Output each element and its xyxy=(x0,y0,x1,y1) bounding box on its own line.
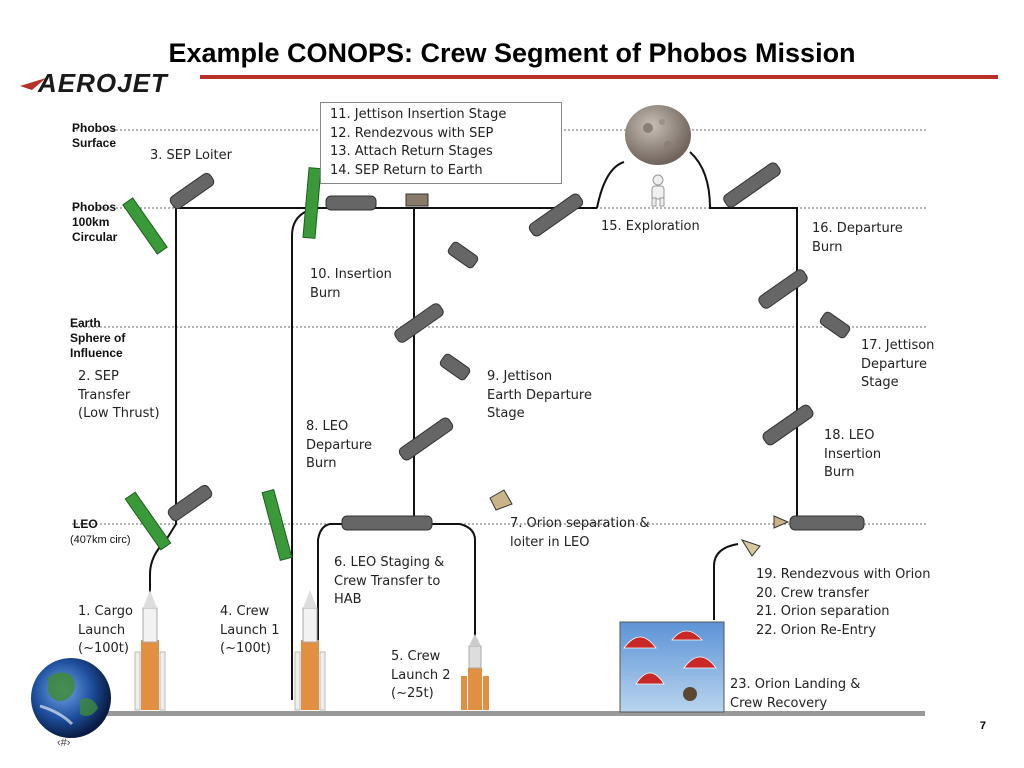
step-18-label: 18. LEO Insertion Burn xyxy=(824,428,882,480)
crew-rocket-2-icon xyxy=(461,634,489,710)
earth-icon xyxy=(31,658,111,738)
departure-arc xyxy=(689,151,798,524)
page-title: Example CONOPS: Crew Segment of Phobos M… xyxy=(168,38,856,68)
step-15-label: 15. Exploration xyxy=(601,219,700,234)
logo-swoosh-icon xyxy=(20,78,46,90)
orbit-label-phobos-surface: Phobos Surface xyxy=(72,121,117,150)
step-5-label: 5. Crew Launch 2 (~25t) xyxy=(391,649,451,701)
brand-rule xyxy=(200,75,998,79)
step-2-label: 2. SEP Transfer (Low Thrust) xyxy=(78,369,160,421)
aerojet-logo: AEROJET xyxy=(18,68,198,98)
step-7-label: 7. Orion separation & loiter in LEO xyxy=(510,516,650,550)
orbit-label-phobos-circular: Phobos 100km Circular xyxy=(72,200,118,244)
orbit-label-leo-altitude: (407km circ) xyxy=(70,534,131,546)
orbit-label-earth-soi: Earth Sphere of Influence xyxy=(70,316,126,360)
step-16-label: 16. Departure Burn xyxy=(812,221,903,255)
astronaut-icon xyxy=(651,174,665,207)
step-9-label: 9. Jettison Earth Departure Stage xyxy=(487,369,592,421)
step-4-label: 4. Crew Launch 1 (~100t) xyxy=(220,604,280,656)
cargo-rocket-icon xyxy=(134,590,166,711)
page-number: 7 xyxy=(979,720,986,732)
logo-wordmark: AEROJET xyxy=(38,68,168,98)
step-3-label: 3. SEP Loiter xyxy=(150,148,232,163)
step-23-label: 23. Orion Landing & Crew Recovery xyxy=(730,677,861,711)
solar-array-icons xyxy=(122,167,322,561)
phobos-icon xyxy=(625,105,691,165)
reentry-path xyxy=(713,543,739,620)
step-10-label: 10. Insertion Burn xyxy=(310,267,392,301)
crew-rocket-1-icon xyxy=(294,590,326,711)
step-1-label: 1. Cargo Launch (~100t) xyxy=(78,604,133,656)
step-17-label: 17. Jettison Departure Stage xyxy=(861,338,935,390)
orbit-label-leo: LEO xyxy=(73,517,98,531)
landing-photo xyxy=(619,621,725,713)
steps-11-14-box: 11. Jettison Insertion Stage 12. Rendezv… xyxy=(320,102,562,184)
step-8-label: 8. LEO Departure Burn xyxy=(306,419,372,471)
step-6-label: 6. LEO Staging & Crew Transfer to HAB xyxy=(334,555,445,607)
ground-line xyxy=(105,711,925,716)
exploration-arc xyxy=(596,161,625,209)
spacecraft-stack-icons xyxy=(167,162,865,557)
slide-number-placeholder: ‹#› xyxy=(57,737,71,749)
steps-19-22-label: 19. Rendezvous with Orion 20. Crew trans… xyxy=(756,567,931,638)
